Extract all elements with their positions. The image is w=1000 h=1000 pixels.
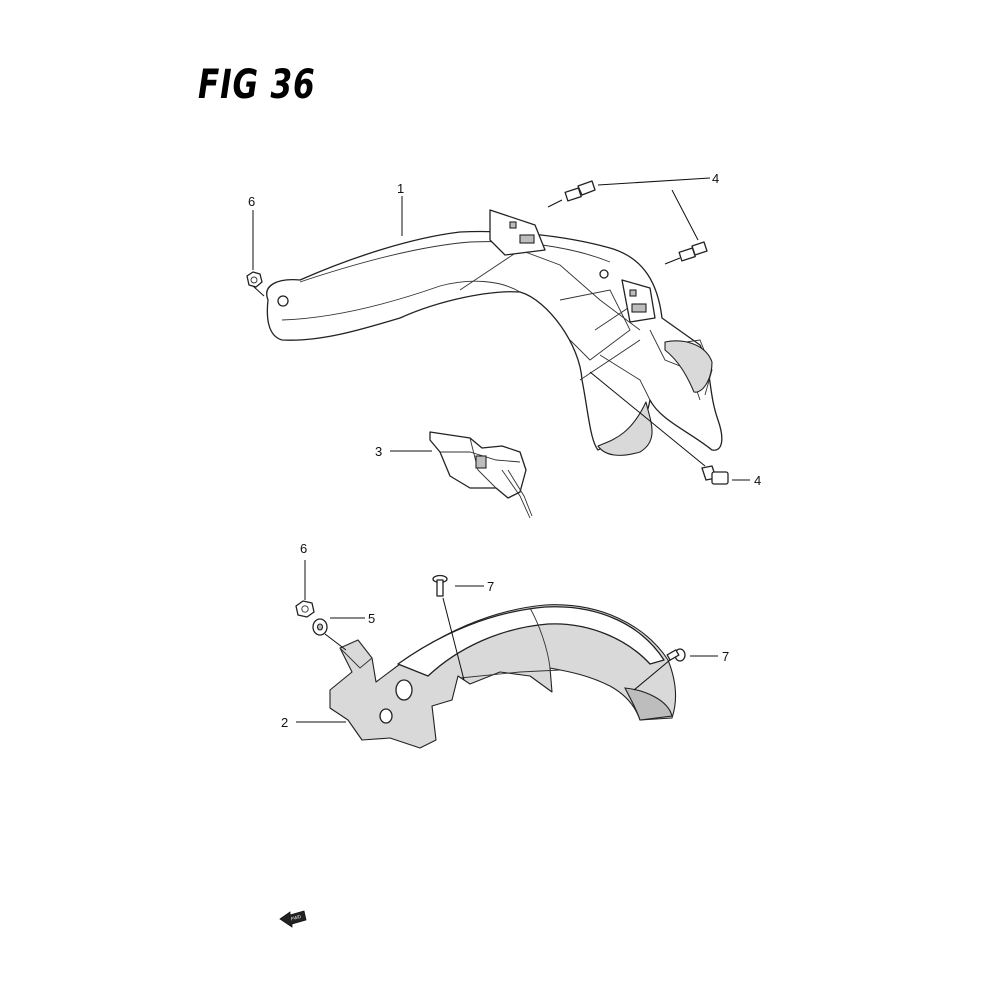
front-arrow-text: FWD: [290, 914, 302, 922]
screw-7-upper[interactable]: [432, 574, 448, 597]
bolt-4-middle[interactable]: [678, 241, 708, 262]
callout-4-upper: 4: [712, 171, 719, 186]
callout-2: 2: [281, 715, 288, 730]
callout-4-lower: 4: [754, 473, 761, 488]
front-arrow-icon: FWD: [279, 910, 307, 928]
washer-5[interactable]: [312, 618, 328, 636]
callout-3: 3: [375, 444, 382, 459]
callout-1: 1: [397, 181, 404, 196]
callout-7-right: 7: [722, 649, 729, 664]
callout-5: 5: [368, 611, 375, 626]
part-2-inner-fender[interactable]: [329, 604, 677, 749]
nut-6-upper[interactable]: [246, 271, 263, 288]
screw-7-right[interactable]: [666, 648, 686, 662]
part-3-bracket[interactable]: [429, 431, 533, 519]
figure-title: FIG 36: [198, 62, 316, 108]
leader-lines: [252, 177, 750, 723]
bolt-4-lower[interactable]: [701, 465, 729, 485]
callout-7-upper: 7: [487, 579, 494, 594]
callout-6-upper: 6: [248, 194, 255, 209]
callout-6-lower: 6: [300, 541, 307, 556]
nut-6-lower[interactable]: [295, 600, 315, 618]
part-1-rear-fender-frame[interactable]: [266, 209, 723, 456]
bolt-4-upper[interactable]: [564, 180, 596, 202]
